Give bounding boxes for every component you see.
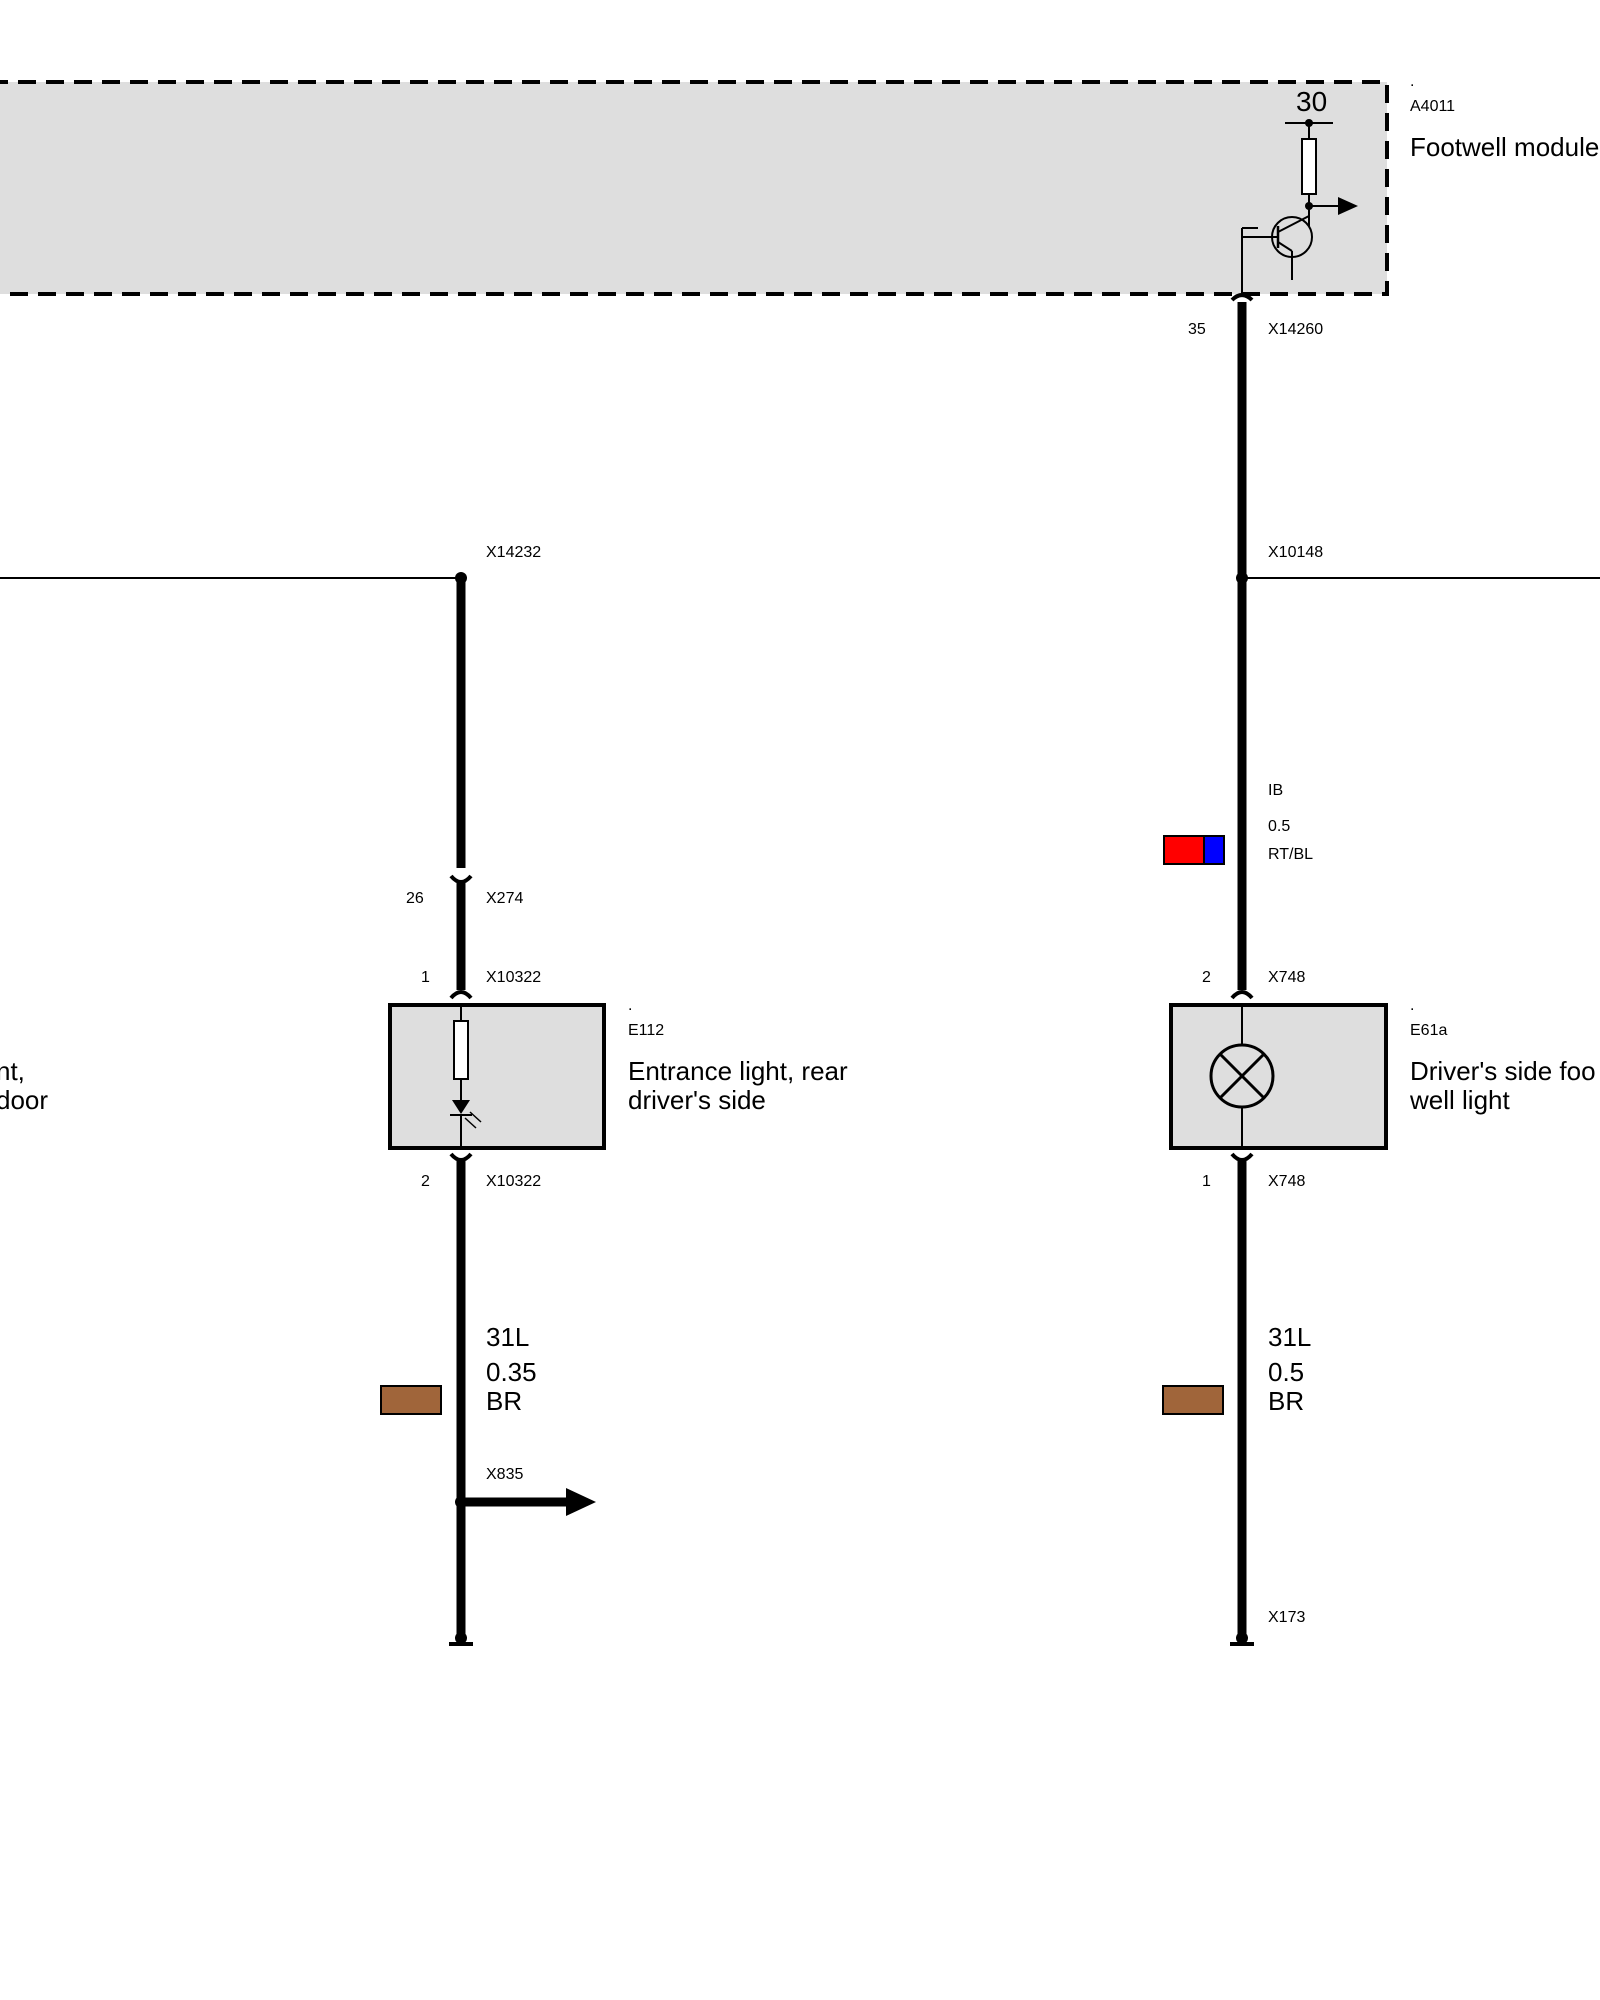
component-e112-box	[388, 1003, 606, 1150]
ground-wire-right-color-code: BR	[1268, 1386, 1304, 1416]
wire-ib-size: 0.5	[1268, 818, 1290, 835]
x10322-top-pin: 1	[421, 969, 430, 986]
footwell-module-box	[0, 80, 1389, 296]
left-branch: X14232 26 X274 1 X10322 . E112 Entrance …	[0, 544, 848, 1646]
offscreen-component-name-2: door	[0, 1085, 48, 1115]
component-e61a-name-1: Driver's side foo	[1410, 1056, 1596, 1086]
ground-wire-left-color-code: BR	[486, 1386, 522, 1416]
x10322-bottom-connector: X10322	[486, 1173, 541, 1190]
splice-x14232: X14232	[486, 544, 541, 561]
x274-pin: 26	[406, 890, 424, 907]
output-arrow-icon	[1338, 197, 1358, 215]
splice-x10148: X10148	[1268, 544, 1323, 561]
lamp-cross-b	[1218, 1052, 1266, 1100]
component-e112-dot: .	[628, 997, 632, 1014]
wire-ib-color-code: RT/BL	[1268, 846, 1313, 863]
x748-bottom-pin: 1	[1202, 1173, 1211, 1190]
ground-wire-right-size: 0.5	[1268, 1357, 1304, 1387]
ground-wire-left-signal: 31L	[486, 1322, 529, 1352]
component-e112[interactable]: . E112 Entrance light, rear driver's sid…	[388, 997, 848, 1150]
component-e112-name-2: driver's side	[628, 1085, 766, 1115]
ground-wire-right-signal: 31L	[1268, 1322, 1311, 1352]
led-icon	[452, 1100, 470, 1114]
connector-x10322-bottom-icon	[449, 1152, 473, 1162]
x835-label: X835	[486, 1466, 523, 1483]
led-ray-1	[464, 1117, 477, 1129]
component-e61a-name-2: well light	[1409, 1085, 1510, 1115]
ground-wire-left-swatch	[380, 1385, 442, 1415]
led-ray-2	[469, 1111, 482, 1123]
wire-color-swatch-red	[1163, 835, 1205, 865]
component-e112-name-1: Entrance light, rear	[628, 1056, 848, 1086]
wire-ib-signal: IB	[1268, 782, 1283, 799]
x748-top-connector: X748	[1268, 969, 1305, 986]
footwell-module[interactable]: 30 . A4011 Footwell module	[0, 73, 1599, 296]
component-e112-ref: E112	[628, 1022, 664, 1039]
connector-x274-icon	[449, 874, 473, 884]
e112-resistor-symbol	[453, 1020, 469, 1080]
ground-x173-icon	[1236, 1632, 1248, 1644]
transistor-emitter	[1277, 241, 1293, 252]
offscreen-component-name-1: nt,	[0, 1056, 25, 1086]
x274-connector: X274	[486, 890, 523, 907]
ground-wire-left-size: 0.35	[486, 1357, 537, 1387]
module-name: Footwell module	[1410, 132, 1599, 162]
x10322-top-connector: X10322	[486, 969, 541, 986]
ground-x173-label: X173	[1268, 1609, 1305, 1626]
x835-arrow-icon	[566, 1488, 596, 1516]
connector-x14260: X14260	[1268, 321, 1323, 338]
connector-x748-top-icon	[1230, 990, 1254, 1000]
resistor-symbol	[1301, 138, 1317, 195]
transistor-collector	[1277, 215, 1310, 233]
connector-x748-bottom-icon	[1230, 1152, 1254, 1162]
component-e61a-ref: E61a	[1410, 1022, 1447, 1039]
connector-x10322-top-icon	[449, 990, 473, 1000]
x748-top-pin: 2	[1202, 969, 1211, 986]
x10322-bottom-pin: 2	[421, 1173, 430, 1190]
ground-wire-right-swatch	[1162, 1385, 1224, 1415]
ground-left-icon	[455, 1632, 467, 1644]
module-ref: A4011	[1410, 98, 1455, 115]
component-e61a[interactable]: . E61a Driver's side foo well light	[1169, 997, 1596, 1150]
pin-35: 35	[1188, 321, 1206, 338]
wire-color-swatch-blue	[1203, 835, 1225, 865]
connector-x14260-icon	[1230, 293, 1254, 302]
component-e61a-dot: .	[1410, 997, 1414, 1014]
right-branch: X10148 IB 0.5 RT/BL 2 X748 . E61a Driver…	[1162, 302, 1600, 1646]
component-e61a-box	[1169, 1003, 1388, 1150]
terminal-30-label: 30	[1296, 86, 1327, 117]
x748-bottom-connector: X748	[1268, 1173, 1305, 1190]
module-dot: .	[1410, 73, 1414, 90]
